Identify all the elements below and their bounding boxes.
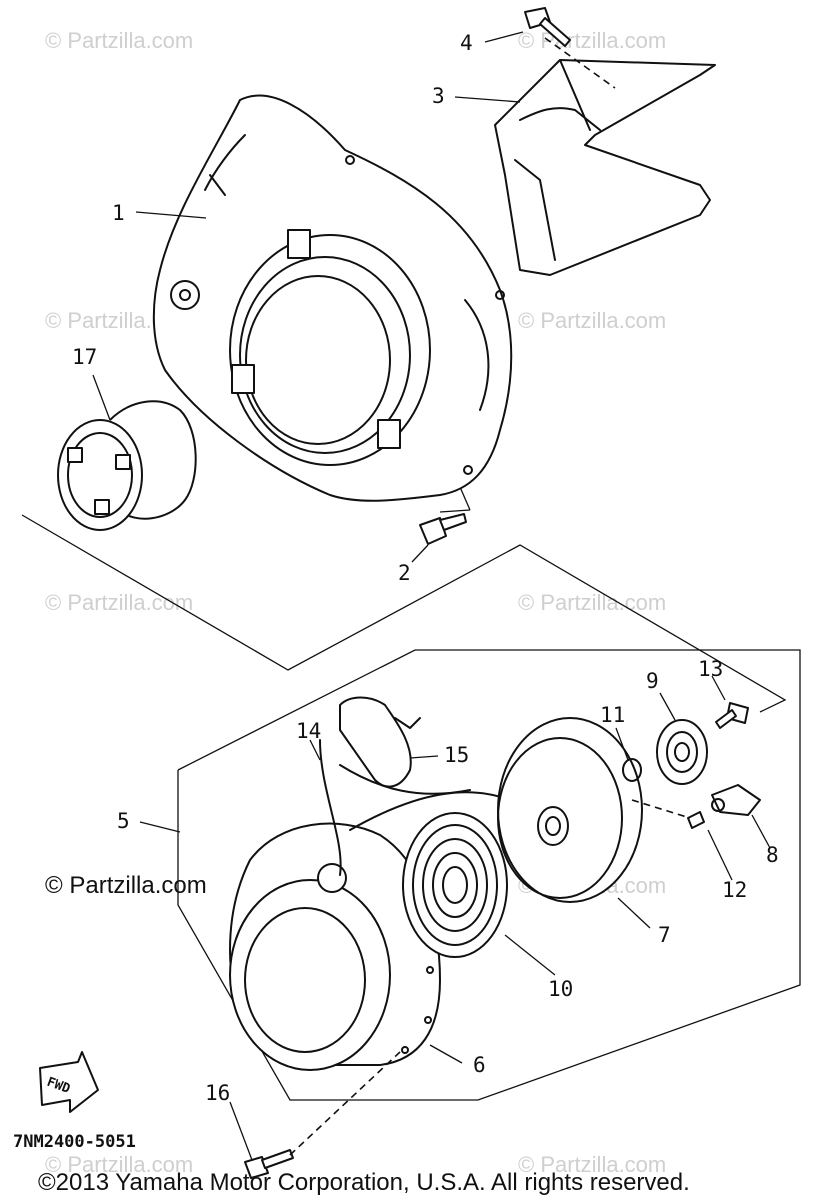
- callout-9: 9: [646, 669, 659, 693]
- watermark-strong: © Partzilla.com: [45, 872, 207, 899]
- snap-ring-part: [622, 758, 642, 782]
- copyright-notice: ©2013 Yamaha Motor Corporation, U.S.A. A…: [38, 1169, 690, 1196]
- recoil-starter-frame: [177, 649, 801, 1101]
- leader-lines: [92, 31, 771, 1161]
- callout-5: 5: [117, 809, 130, 833]
- frame-link: [439, 509, 471, 513]
- watermark: © Partzilla.com: [518, 1152, 666, 1177]
- forward-direction-badge: FWD: [39, 1051, 99, 1113]
- callout-11: 11: [600, 703, 625, 727]
- watermark: © Partzilla.com: [518, 308, 666, 333]
- diagram-code: 7NM2400-5051: [13, 1132, 136, 1152]
- callout-4: 4: [460, 31, 473, 55]
- callout-15: 15: [444, 743, 469, 767]
- callout-2: 2: [398, 561, 411, 585]
- drive-plate-part: [656, 719, 708, 785]
- callout-10: 10: [548, 977, 573, 1001]
- watermark: © Partzilla.com: [45, 28, 193, 53]
- starter-handle-part: [339, 696, 421, 788]
- watermark: © Partzilla.com: [45, 590, 193, 615]
- air-shroud-part: [494, 37, 716, 276]
- recoil-case-part: [229, 822, 441, 1071]
- starter-pulley-sleeve-part: [57, 400, 197, 531]
- callout-labels: 1 2 3 4 5 6 7 8 9 10 11 12 13 14 15 16 1…: [72, 31, 779, 1105]
- bolt-part: [715, 702, 749, 729]
- recoil-spring-part: [402, 812, 508, 958]
- callout-8: 8: [766, 843, 779, 867]
- callout-1: 1: [112, 201, 125, 225]
- fan-housing-part: [152, 94, 513, 502]
- pawl-spring-part: [687, 811, 705, 829]
- watermark-layer: © Partzilla.com © Partzilla.com © Partzi…: [45, 28, 666, 1177]
- callout-12: 12: [722, 878, 747, 902]
- callout-7: 7: [658, 923, 671, 947]
- watermark: © Partzilla.com: [518, 28, 666, 53]
- callout-3: 3: [432, 84, 445, 108]
- upper-assembly-frame: [21, 514, 787, 713]
- callout-14: 14: [296, 719, 321, 743]
- starter-rope-part: [319, 739, 511, 876]
- watermark: © Partzilla.com: [45, 1152, 193, 1177]
- callout-16: 16: [205, 1081, 230, 1105]
- frame-link: [459, 486, 471, 511]
- assembly-frames: [21, 486, 801, 1101]
- callout-13: 13: [698, 657, 723, 681]
- ratchet-pawl-part: [711, 784, 761, 816]
- watermark: © Partzilla.com: [518, 590, 666, 615]
- bolt-part: [244, 1149, 294, 1179]
- bolt-part: [419, 513, 467, 545]
- rope-reel-part: [497, 717, 643, 903]
- callout-17: 17: [72, 345, 97, 369]
- callout-6: 6: [473, 1053, 486, 1077]
- bolt-part: [524, 7, 571, 47]
